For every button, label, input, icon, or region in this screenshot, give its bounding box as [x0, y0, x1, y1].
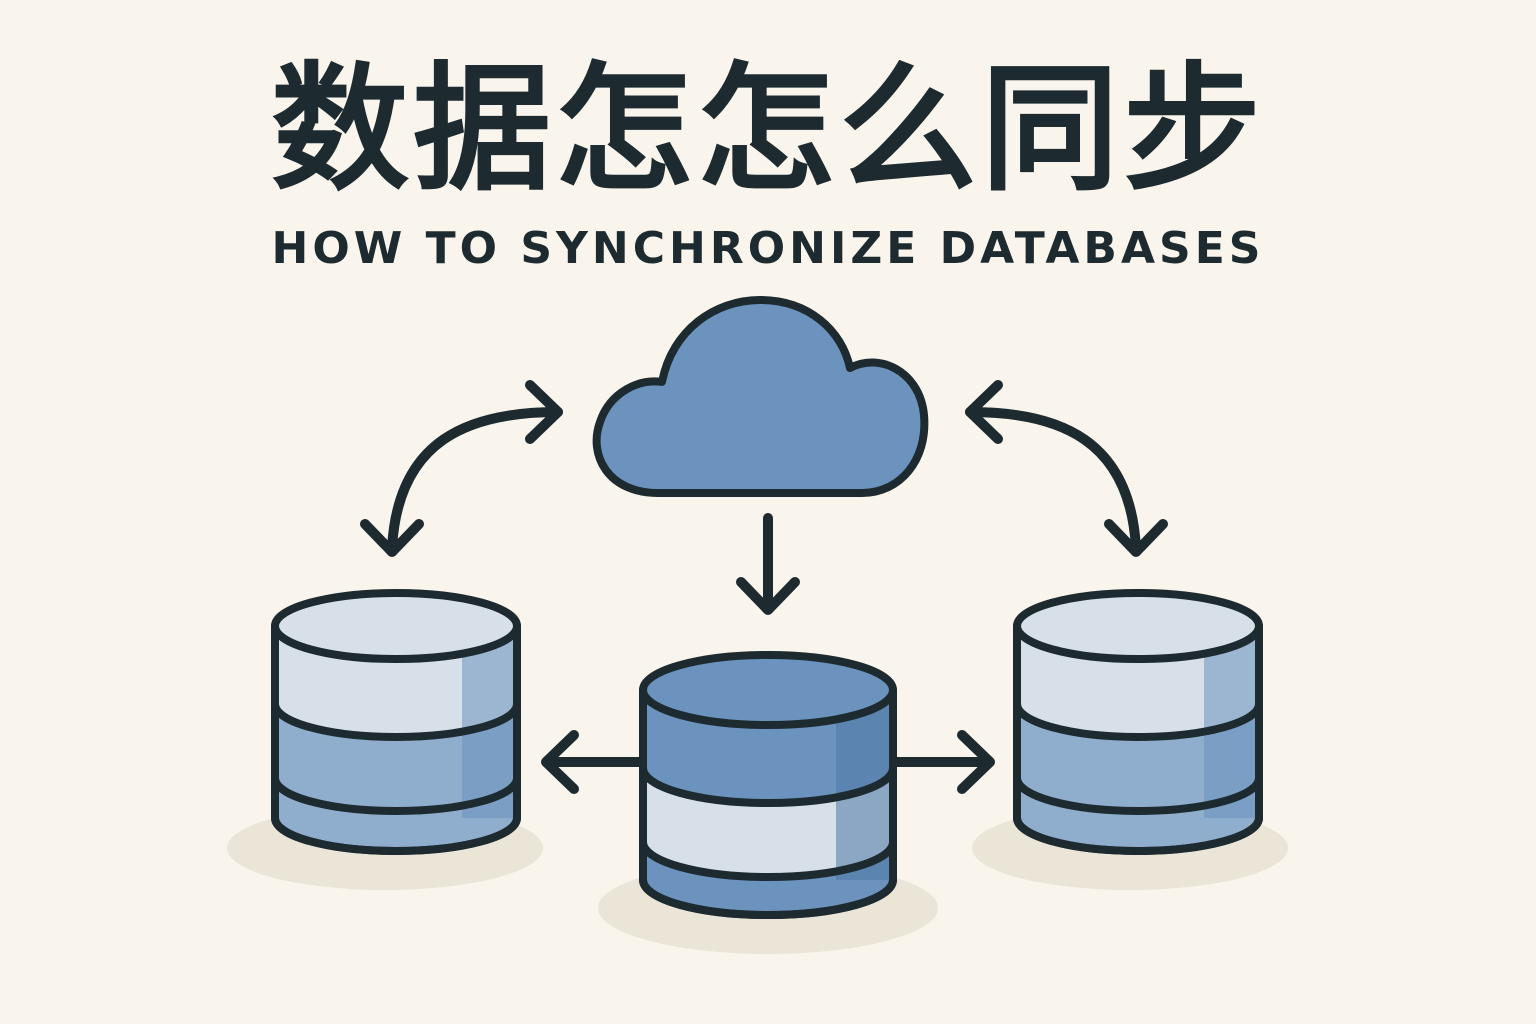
arrow-center-right: [891, 730, 995, 794]
title-chinese: 数据怎怎么同步: [270, 49, 1265, 210]
cloud-icon: [592, 296, 929, 497]
arrow-cloud-center: [736, 513, 800, 615]
database-icon-right: [1013, 589, 1263, 855]
database-icon-center: [639, 651, 897, 919]
arrow-cloud-right-bidirectional: [965, 380, 1168, 557]
database-icon-left: [271, 589, 521, 855]
title-english: HOW TO SYNCHRONIZE DATABASES: [271, 223, 1265, 274]
arrow-cloud-left-bidirectional: [360, 380, 563, 557]
arrows: [360, 380, 1168, 794]
arrow-center-left: [541, 730, 645, 794]
